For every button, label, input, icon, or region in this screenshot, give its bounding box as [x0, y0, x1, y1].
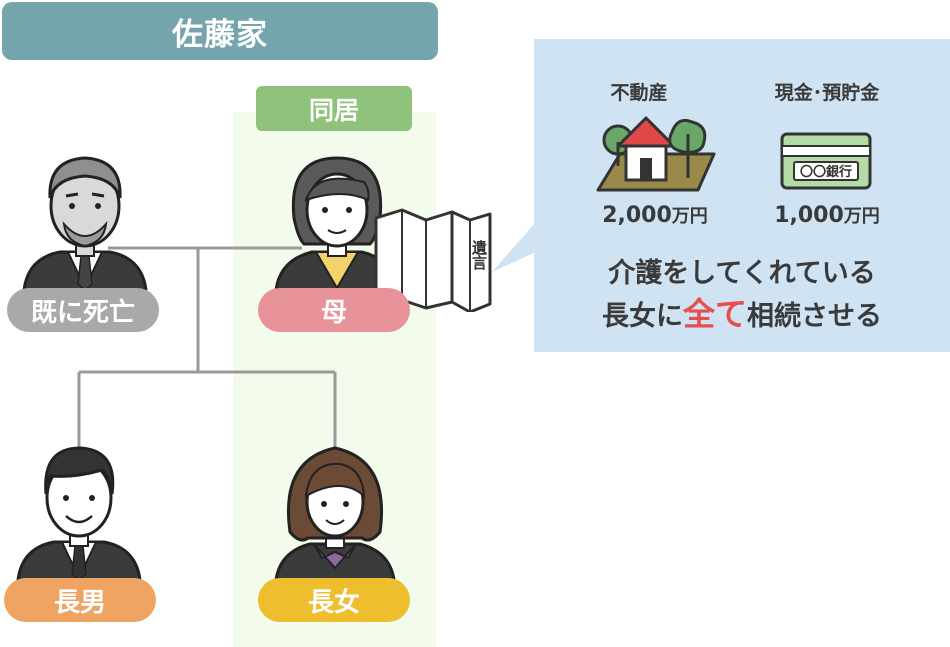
son-name-badge: 長男	[4, 578, 156, 622]
speech-pointer	[492, 222, 536, 272]
father-name-badge: 既に死亡	[7, 288, 159, 332]
son-avatar-icon	[16, 446, 142, 580]
message-line-1: 介護をしてくれている	[608, 258, 876, 289]
will-label: 遺言	[470, 240, 488, 270]
cohabitation-label: 同居	[256, 86, 412, 131]
house-with-trees-icon	[596, 116, 716, 192]
inheritance-panel	[534, 39, 950, 352]
will-document-icon	[374, 208, 492, 312]
bank-card-icon: 〇〇銀行	[780, 132, 872, 190]
mother-name-badge: 母	[258, 288, 410, 332]
real-estate-label: 不動産	[610, 82, 668, 104]
daughter-name-badge: 長女	[258, 578, 410, 622]
cash-label: 現金･預貯金	[774, 82, 880, 104]
daughter-avatar-icon	[274, 446, 396, 580]
real-estate-amount: 2,000万円	[602, 203, 708, 228]
bank-card-text: 〇〇銀行	[800, 164, 852, 180]
message-accent: 全て	[682, 295, 747, 333]
mother-avatar-icon	[274, 156, 400, 290]
inheritance-message: 介護をしてくれている 長女に全て相続させる	[534, 254, 950, 337]
family-title: 佐藤家	[2, 2, 438, 60]
message-line-2: 長女に全て相続させる	[601, 295, 882, 333]
father-avatar-icon	[22, 156, 148, 290]
cash-amount: 1,000万円	[774, 203, 880, 228]
